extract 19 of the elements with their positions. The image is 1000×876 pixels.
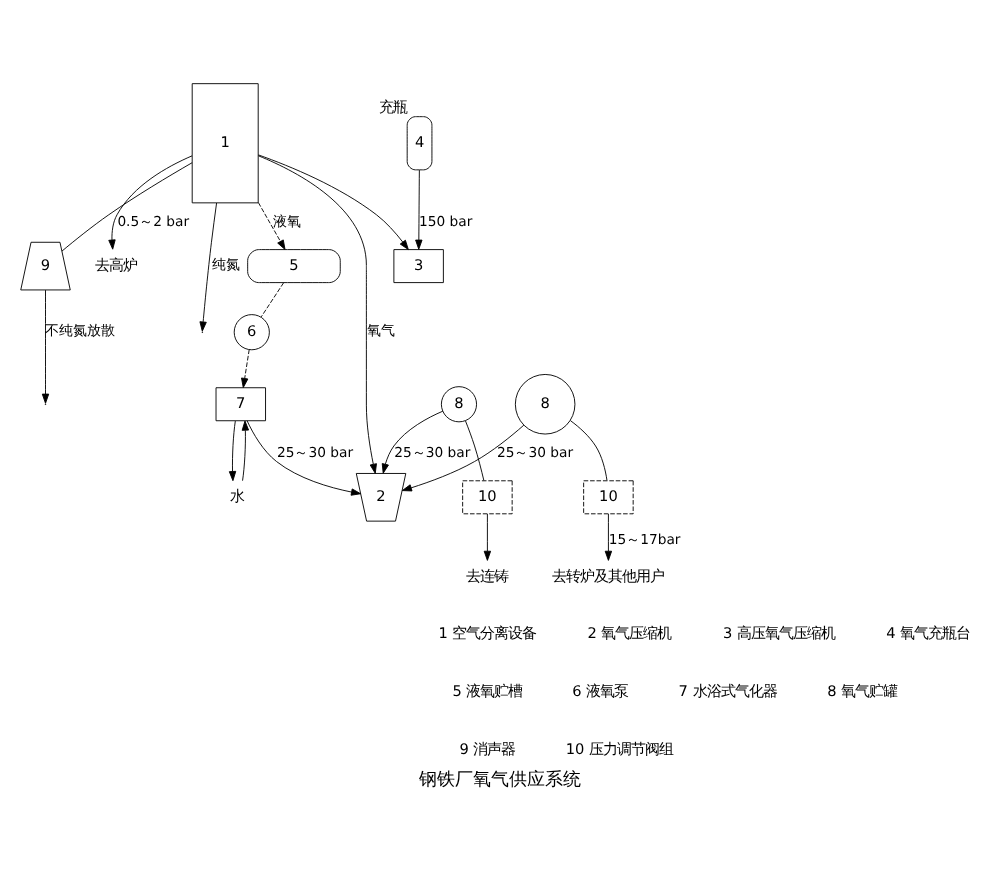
arrow [108,154,193,249]
arrow [241,348,250,387]
arrow [483,512,492,560]
connector [465,419,485,480]
arrow [246,419,362,495]
connector [569,419,608,480]
arrow [604,512,613,560]
arrow [241,419,250,481]
arrow [228,419,237,481]
connector [260,281,284,317]
arrow [401,423,525,491]
arrow [257,201,286,249]
arrow [415,168,423,249]
arrow [199,201,218,331]
connector [61,161,193,251]
caption: 钢铁厂氧气供应系统 [419,768,581,791]
arrow [257,154,377,473]
arrow [381,409,444,473]
arrow [258,153,409,249]
